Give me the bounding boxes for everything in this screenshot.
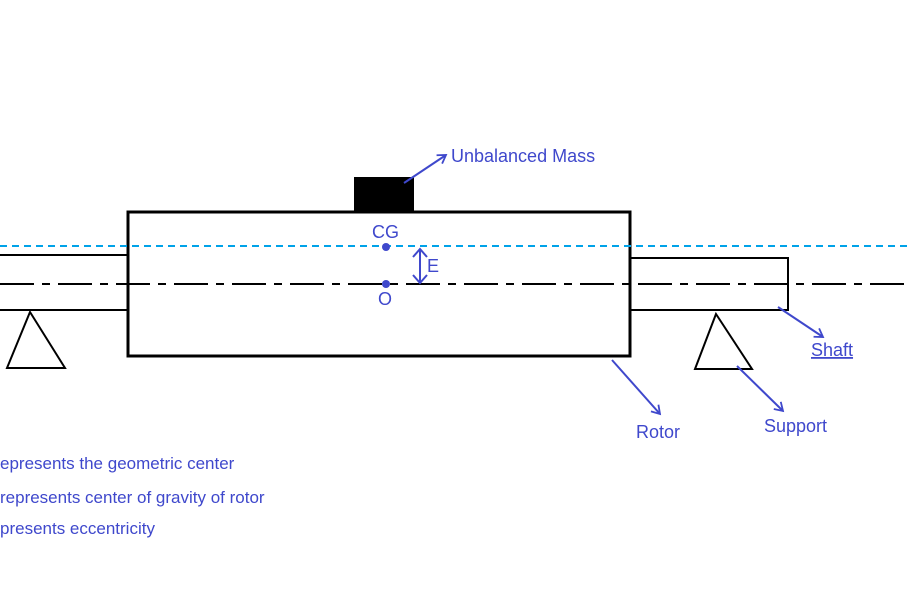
support-label: Support bbox=[764, 416, 827, 436]
shaft-arrow bbox=[777, 306, 825, 338]
o-label: O bbox=[378, 289, 392, 309]
legend: epresents the geometric center represent… bbox=[0, 454, 265, 538]
left-shaft bbox=[0, 254, 128, 311]
shaft-label: Shaft bbox=[811, 340, 853, 360]
left-support bbox=[5, 309, 67, 369]
unbalanced-mass-label: Unbalanced Mass bbox=[451, 146, 595, 166]
support-arrow bbox=[736, 365, 785, 413]
cg-label: CG bbox=[372, 222, 399, 242]
right-support bbox=[693, 311, 754, 370]
rotor-arrow bbox=[611, 359, 662, 416]
eccentricity-arrow bbox=[412, 247, 428, 285]
unbalanced-mass-arrow bbox=[403, 154, 448, 184]
legend-center-of-gravity: represents center of gravity of rotor bbox=[0, 488, 265, 507]
legend-eccentricity: presents eccentricity bbox=[0, 519, 155, 538]
e-label: E bbox=[427, 256, 439, 276]
rotor-label: Rotor bbox=[636, 422, 680, 442]
legend-geometric-center: epresents the geometric center bbox=[0, 454, 235, 473]
cg-point bbox=[382, 243, 390, 251]
o-point bbox=[382, 280, 390, 288]
